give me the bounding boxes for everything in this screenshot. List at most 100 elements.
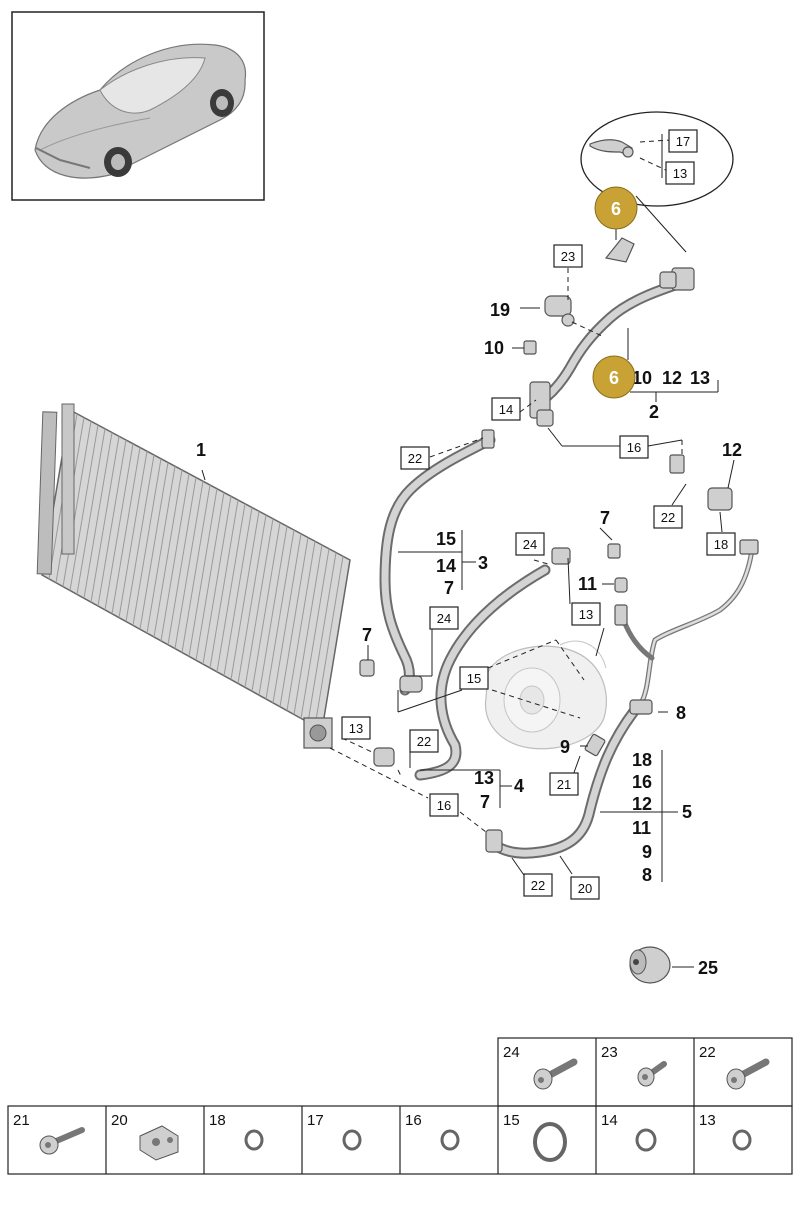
svg-text:22: 22 — [531, 878, 545, 893]
group-2-numbers: 10 12 13 — [632, 368, 710, 388]
group-3-item: 14 — [436, 556, 456, 576]
table-cell-number: 21 — [13, 1112, 30, 1129]
table-cell-number: 13 — [699, 1112, 716, 1129]
callout-12: 12 — [722, 440, 742, 460]
o-ring-icon — [342, 1129, 362, 1151]
svg-text:20: 20 — [578, 881, 592, 896]
callout-3: 3 — [478, 553, 488, 573]
group-5-item: 16 — [632, 772, 652, 792]
callout-25: 25 — [698, 958, 718, 978]
bolt-icon — [637, 1061, 667, 1087]
ref-box: 18 — [706, 532, 736, 556]
o-ring-icon — [244, 1129, 264, 1151]
car-thumbnail-icon — [34, 43, 247, 179]
svg-text:24: 24 — [437, 611, 451, 626]
ref-box: 22 — [400, 446, 430, 470]
badge-circle — [594, 186, 638, 230]
group-5-item: 12 — [632, 794, 652, 814]
ref-box: 13 — [665, 161, 695, 185]
table-cell-number: 20 — [111, 1112, 128, 1129]
svg-text:18: 18 — [714, 537, 728, 552]
callout-2: 2 — [649, 402, 659, 422]
o-ring-icon — [440, 1129, 460, 1151]
callout-7-left: 7 — [362, 625, 372, 645]
callout-4: 4 — [514, 776, 524, 796]
bolt-icon — [533, 1058, 578, 1090]
clamp-icon — [139, 1125, 179, 1161]
o-ring-icon — [635, 1128, 657, 1152]
svg-text:13: 13 — [349, 721, 363, 736]
group-3-numbers: 15 14 7 — [436, 529, 456, 598]
svg-text:21: 21 — [557, 777, 571, 792]
badge-6-main: 6 — [592, 355, 636, 399]
o-ring-large-icon — [533, 1122, 567, 1162]
callout-7-top: 7 — [600, 508, 610, 528]
bushing-25 — [629, 946, 671, 984]
group-2-item: 12 — [662, 368, 682, 388]
svg-text:22: 22 — [661, 510, 675, 525]
callout-5: 5 — [682, 802, 692, 822]
group-5-item: 18 — [632, 750, 652, 770]
table-cell-number: 24 — [503, 1044, 520, 1061]
group-4-item: 13 — [474, 768, 494, 788]
fittings — [359, 237, 759, 984]
ref-box: 13 — [341, 716, 371, 740]
ref-box: 22 — [409, 729, 439, 753]
svg-text:22: 22 — [408, 451, 422, 466]
ref-box: 22 — [523, 873, 553, 897]
condenser-icon — [36, 403, 351, 749]
ref-box: 24 — [429, 606, 459, 630]
svg-text:16: 16 — [437, 798, 451, 813]
ref-box: 24 — [515, 532, 545, 556]
svg-text:23: 23 — [561, 249, 575, 264]
ref-box: 23 — [553, 244, 583, 268]
group-5-item: 9 — [642, 842, 652, 862]
callout-8: 8 — [676, 703, 686, 723]
callout-19: 19 — [490, 300, 510, 320]
bolt-icon — [726, 1058, 770, 1090]
group-3-item: 15 — [436, 529, 456, 549]
badge-6-top: 6 — [594, 186, 638, 230]
table-cell-number: 18 — [209, 1112, 226, 1129]
svg-text:15: 15 — [467, 671, 481, 686]
group-5-item: 8 — [642, 865, 652, 885]
svg-text:13: 13 — [673, 166, 687, 181]
group-3-item: 7 — [444, 578, 454, 598]
group-4-numbers: 13 7 — [474, 768, 494, 812]
ref-box: 20 — [570, 876, 600, 900]
boxed-references: 17 13 23 14 22 16 22 18 24 13 24 15 13 2… — [341, 129, 736, 900]
svg-text:6: 6 — [611, 199, 621, 219]
callout-numbers: 1 19 10 2 10 12 13 12 7 11 15 14 7 3 7 8… — [196, 300, 742, 978]
group-5-numbers: 18 16 12 11 9 8 — [632, 750, 652, 885]
refrigerant-pipes — [379, 276, 755, 859]
ref-box: 22 — [653, 505, 683, 529]
svg-text:14: 14 — [499, 402, 513, 417]
callout-1: 1 — [196, 440, 206, 460]
table-cell-number: 14 — [601, 1112, 618, 1129]
compressor-icon — [484, 640, 608, 750]
table-cell-number: 15 — [503, 1112, 520, 1129]
svg-text:24: 24 — [523, 537, 537, 552]
svg-text:13: 13 — [579, 607, 593, 622]
svg-text:17: 17 — [676, 134, 690, 149]
callout-11: 11 — [578, 574, 597, 594]
o-ring-icon — [732, 1129, 752, 1151]
group-2-item: 13 — [690, 368, 710, 388]
group-5-item: 11 — [632, 818, 651, 838]
table-cell-number: 22 — [699, 1044, 716, 1061]
ref-box: 21 — [549, 772, 579, 796]
badge-circle — [592, 355, 636, 399]
svg-text:22: 22 — [417, 734, 431, 749]
group-4-item: 7 — [480, 792, 490, 812]
ref-box: 16 — [429, 793, 459, 817]
callout-10: 10 — [484, 338, 504, 358]
svg-text:16: 16 — [627, 440, 641, 455]
group-2-item: 10 — [632, 368, 652, 388]
ref-box: 13 — [571, 602, 601, 626]
svg-text:6: 6 — [609, 368, 619, 388]
table-cell-number: 16 — [405, 1112, 422, 1129]
ref-box: 17 — [668, 129, 698, 153]
ref-box: 15 — [459, 666, 489, 690]
car-thumbnail — [11, 11, 265, 201]
